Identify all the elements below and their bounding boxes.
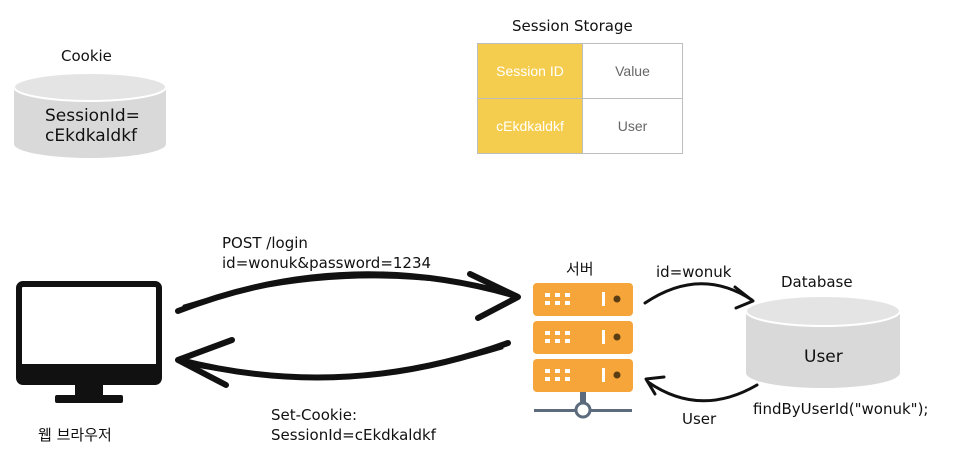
session-id-cell: cEkdkaldkf — [477, 98, 583, 154]
cookie-session-line2: cEkdkaldkf — [45, 126, 138, 146]
server-icon — [533, 283, 633, 419]
cookie-cylinder — [13, 72, 167, 158]
session-storage-title: Session Storage — [512, 17, 633, 35]
table-row: cEkdkaldkf User — [477, 98, 683, 154]
request-line2: id=wonuk&password=1234 — [222, 254, 432, 272]
request-arrow — [175, 271, 521, 321]
query-arrow — [643, 282, 755, 310]
server-label: 서버 — [566, 260, 594, 278]
table-row: Session ID Value — [477, 43, 683, 99]
monitor-icon — [16, 281, 162, 403]
database-content: User — [804, 347, 843, 367]
browser-label: 웹 브라우저 — [38, 426, 112, 444]
result-label: User — [682, 410, 717, 428]
request-line1: POST /login — [222, 234, 308, 252]
response-line2: SessionId=cEkdkaldkf — [271, 426, 436, 444]
value-header: Value — [582, 43, 683, 99]
value-cell: User — [582, 98, 683, 154]
response-line1: Set-Cookie: — [271, 406, 358, 424]
query-method: findByUserId("wonuk"); — [753, 400, 929, 418]
response-arrow — [175, 337, 511, 388]
query-label: id=wonuk — [656, 263, 732, 281]
cookie-title: Cookie — [61, 47, 112, 65]
result-arrow — [644, 375, 759, 403]
cookie-session-line1: SessionId= — [45, 106, 140, 126]
database-cylinder — [745, 295, 901, 388]
database-title: Database — [781, 273, 853, 291]
session-storage-table: Session ID Value cEkdkaldkf User — [477, 43, 683, 154]
session-id-header: Session ID — [477, 43, 583, 99]
